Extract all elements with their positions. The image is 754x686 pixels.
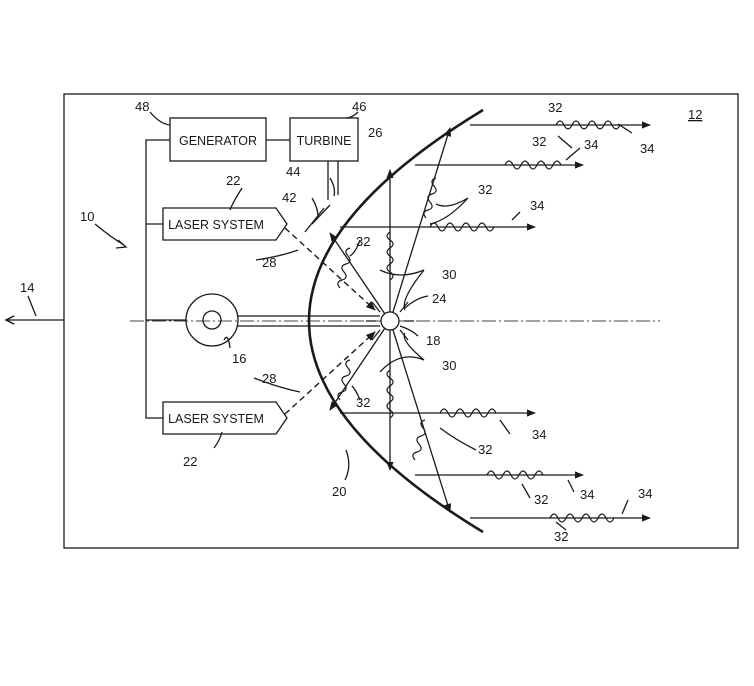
ref-34-a: 34: [640, 141, 654, 156]
ref-30-lower: 30: [442, 358, 456, 373]
ref-32-g: 32: [534, 492, 548, 507]
ref-20: 20: [332, 484, 346, 499]
ref-44: 44: [286, 164, 300, 179]
ref-28-upper: 28: [262, 255, 276, 270]
ref-32-c: 32: [478, 182, 492, 197]
ref-16: 16: [232, 351, 246, 366]
duct-line-b: [304, 207, 325, 233]
photon-wave-7: [386, 231, 394, 281]
ref-30-upper: 30: [442, 267, 456, 282]
ref-48: 48: [135, 99, 149, 114]
photon-wave-5: [486, 470, 544, 480]
laser-lower-box: [162, 401, 288, 435]
turbine-label: TURBINE: [297, 134, 352, 148]
ref-28-lower: 28: [262, 371, 276, 386]
ref-32-f: 32: [478, 442, 492, 457]
reflector: [307, 108, 484, 534]
photon-wave-9: [337, 247, 351, 289]
neutron-arrow-upper-right: [392, 127, 452, 313]
ref-24: 24: [432, 291, 446, 306]
photon-wave-10: [337, 359, 351, 401]
enclosure-frame: [63, 93, 739, 549]
ref-14: 14: [20, 280, 34, 295]
ref-34-c: 34: [530, 198, 544, 213]
ref-22-lower: 22: [183, 454, 197, 469]
ref-34-b: 34: [584, 137, 598, 152]
photon-wave-4: [439, 408, 497, 418]
ref-32-h: 32: [554, 529, 568, 544]
ref-46: 46: [352, 99, 366, 114]
laser-lower-label: LASER SYSTEM: [168, 412, 264, 426]
ref-10-arrow: [115, 239, 128, 249]
fuel-pellet: [380, 311, 400, 331]
ref-22-upper: 22: [226, 173, 240, 188]
photon-wave-6: [549, 513, 615, 523]
leaders: [27, 111, 633, 531]
photon-wave-8: [386, 369, 394, 419]
photon-wave-3: [429, 222, 495, 232]
ref-34-d: 34: [532, 427, 546, 442]
laser-beam-upper: [284, 227, 376, 311]
laser-beam-lower: [284, 331, 376, 415]
ref-32-d: 32: [356, 234, 370, 249]
photon-wave-11: [423, 177, 437, 219]
ref-34-f: 34: [638, 486, 652, 501]
neutron-arrow-upper-left: [329, 232, 386, 315]
fuel-feed-outer: [185, 293, 239, 347]
ref-42: 42: [282, 190, 296, 205]
photon-wave-12: [412, 419, 426, 461]
laser-upper-box: [162, 207, 288, 241]
ref-10: 10: [80, 209, 94, 224]
ref-32-b: 32: [532, 134, 546, 149]
ref-26: 26: [368, 125, 382, 140]
ref-18: 18: [426, 333, 440, 348]
duct-line-a: [311, 204, 331, 225]
photon-wave-1: [555, 120, 621, 130]
neutron-arrow-lower-right: [392, 329, 452, 513]
ref-32-e: 32: [356, 395, 370, 410]
ref-12: 12: [688, 107, 702, 122]
ref-32-a: 32: [548, 100, 562, 115]
laser-upper-label: LASER SYSTEM: [168, 218, 264, 232]
fuel-feed-inner: [202, 310, 222, 330]
generator-label: GENERATOR: [179, 134, 257, 148]
ref-34-e: 34: [580, 487, 594, 502]
neutron-arrow-lower-left: [329, 327, 386, 411]
power-bus: [145, 139, 186, 419]
photon-wave-2: [504, 160, 562, 170]
